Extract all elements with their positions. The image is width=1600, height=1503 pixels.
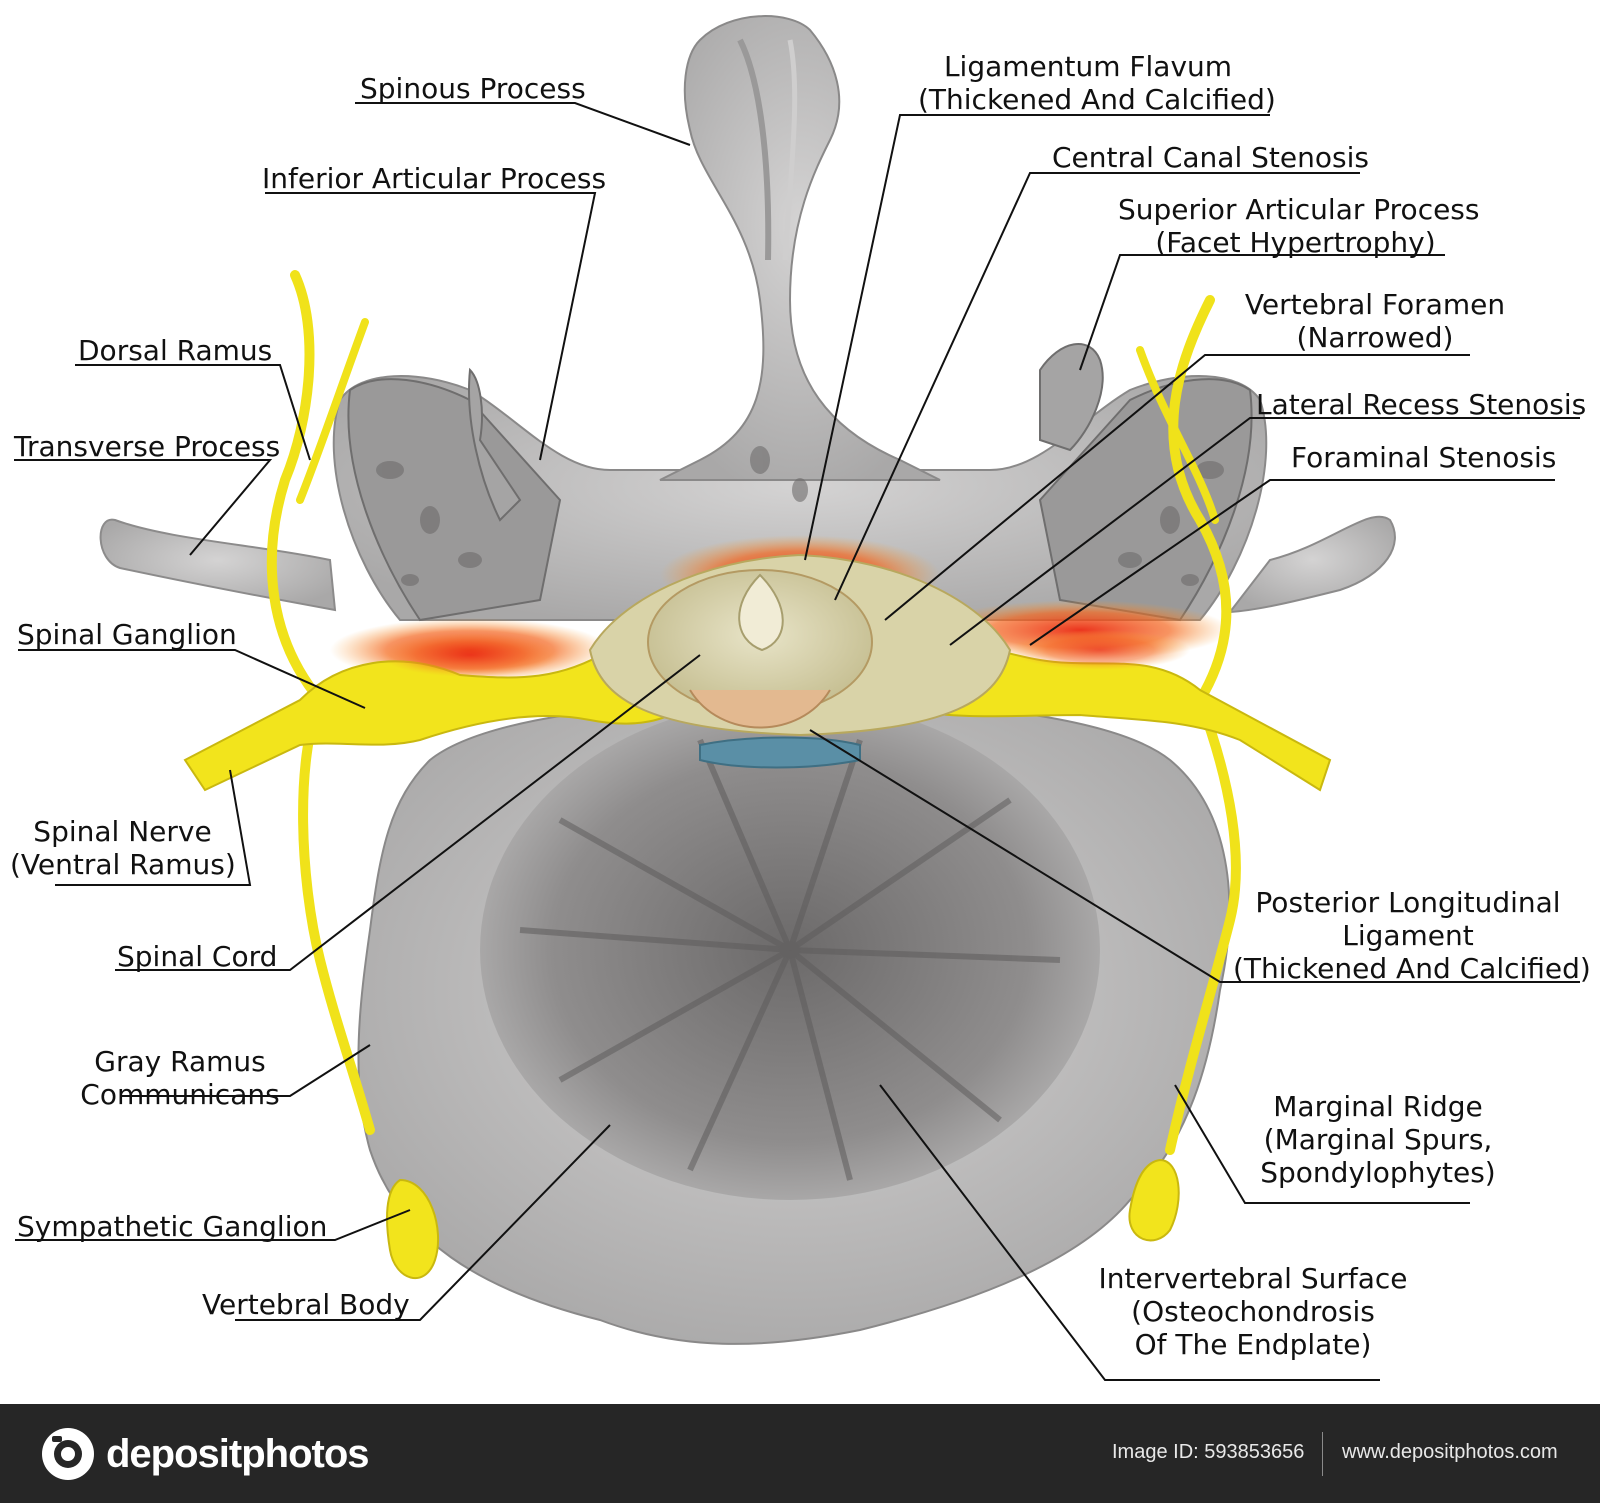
camera-logo-icon	[42, 1428, 94, 1480]
label-spinal-ganglion: Spinal Ganglion	[17, 618, 237, 651]
label-intervertebral-surface: Intervertebral Surface (Osteochondrosis …	[1098, 1262, 1408, 1361]
label-spinous-process: Spinous Process	[360, 72, 586, 105]
vertebral-body	[357, 698, 1231, 1345]
label-vertebral-foramen: Vertebral Foramen (Narrowed)	[1244, 288, 1506, 354]
label-gray-ramus-communicans: Gray Ramus Communicans	[80, 1045, 280, 1111]
footer-image-id: Image ID: 593853656	[1112, 1441, 1305, 1463]
label-transverse-process: Transverse Process	[14, 430, 281, 463]
label-foraminal-stenosis: Foraminal Stenosis	[1291, 441, 1557, 474]
label-vertebral-body: Vertebral Body	[202, 1288, 410, 1321]
label-spinal-cord: Spinal Cord	[117, 940, 278, 973]
label-spinal-nerve: Spinal Nerve (Ventral Ramus)	[10, 815, 236, 881]
leader-lines	[14, 102, 1580, 1381]
label-central-canal-stenosis: Central Canal Stenosis	[1052, 141, 1369, 174]
spinal-canal	[588, 553, 1012, 769]
vertebral-arch	[332, 15, 1268, 622]
footer-bar: depositphotos Image ID: 593853656 www.de…	[0, 1404, 1600, 1503]
footer-brand-name: depositphotos	[106, 1431, 370, 1476]
label-inferior-articular-process: Inferior Articular Process	[262, 162, 607, 195]
label-sympathetic-ganglion: Sympathetic Ganglion	[17, 1210, 328, 1243]
label-lateral-recess-stenosis: Lateral Recess Stenosis	[1256, 388, 1587, 421]
label-marginal-ridge: Marginal Ridge (Marginal Spurs, Spondylo…	[1260, 1090, 1496, 1189]
label-dorsal-ramus: Dorsal Ramus	[78, 334, 273, 367]
footer-url-link[interactable]: www.depositphotos.com	[1342, 1441, 1558, 1463]
footer-divider	[1322, 1432, 1323, 1476]
footer-logo[interactable]: depositphotos	[40, 1426, 370, 1482]
nerves	[266, 270, 1241, 1155]
label-superior-articular-process: Superior Articular Process (Facet Hypert…	[1118, 193, 1480, 259]
label-ligamentum-flavum: Ligamentum Flavum (Thickened And Calcifi…	[918, 50, 1276, 116]
anatomy-illustration	[14, 15, 1580, 1381]
label-posterior-longitudinal-ligament: Posterior Longitudinal Ligament (Thicken…	[1233, 886, 1591, 985]
sympathetic-ganglia	[386, 1158, 1180, 1280]
